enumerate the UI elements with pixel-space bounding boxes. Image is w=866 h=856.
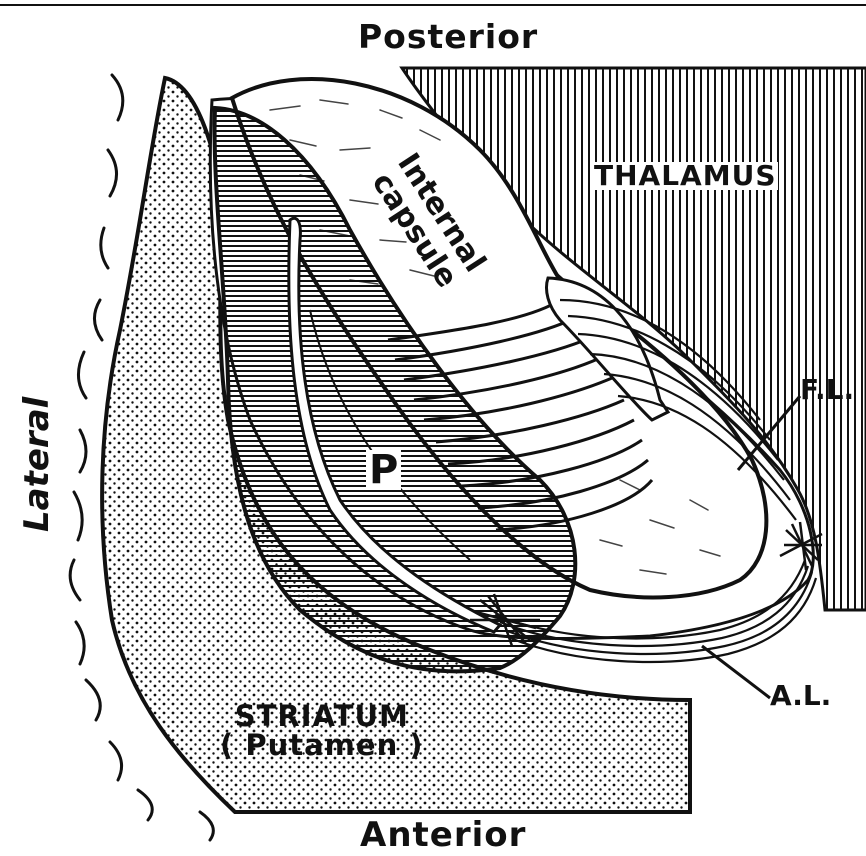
putamen-letter-label: P: [366, 450, 401, 490]
anterior-label: Anterior: [360, 818, 526, 852]
striatum-label-line1: STRIATUM: [220, 702, 424, 731]
fl-label: F.L.: [800, 376, 854, 404]
lateral-label: Lateral: [20, 402, 54, 532]
posterior-label: Posterior: [358, 20, 538, 53]
striatum-label: STRIATUM ( Putamen ): [220, 702, 424, 760]
striatum-label-line2: ( Putamen ): [220, 731, 424, 760]
al-label: A.L.: [770, 682, 831, 710]
al-leader-line: [702, 646, 770, 698]
thalamus-label: THALAMUS: [592, 162, 778, 190]
